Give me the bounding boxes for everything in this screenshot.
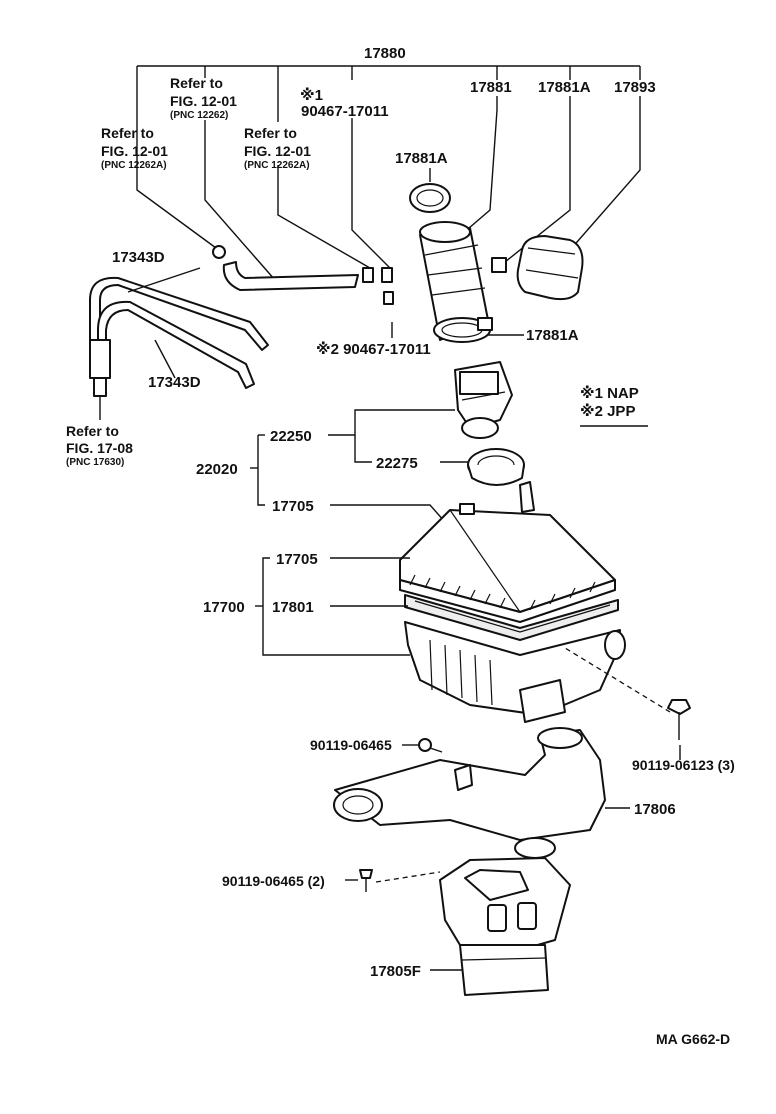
air-filter-element xyxy=(404,594,619,641)
air-flow-meter xyxy=(454,361,513,439)
bolt-06123 xyxy=(564,647,691,760)
label-17893: 17893 xyxy=(614,79,656,96)
label-17700: 17700 xyxy=(203,599,245,616)
label-17705-a: 17705 xyxy=(272,498,314,515)
refer-c-line1: Refer to xyxy=(244,125,297,141)
intake-duct xyxy=(333,727,630,859)
vacuum-hoses xyxy=(89,267,269,420)
label-17881A-top: 17881A xyxy=(538,79,591,96)
label-17881A-bot: 17881A xyxy=(526,327,579,344)
label-17343D-bot: 17343D xyxy=(148,374,201,391)
label-17705-b: 17705 xyxy=(276,551,318,568)
bracket-17700 xyxy=(255,557,410,656)
refer-b-pnc: (PNC 12262) xyxy=(170,110,228,121)
lower-resonator xyxy=(345,857,571,996)
bracket-22020 xyxy=(250,409,468,523)
label-17343D-top: 17343D xyxy=(112,249,165,266)
air-cleaner-case xyxy=(404,621,626,723)
legend-nap: ※1 NAP xyxy=(580,384,639,402)
air-cleaner-cap xyxy=(399,481,616,623)
bolt-06465 xyxy=(402,738,443,753)
label-90119-06123: 90119-06123 (3) xyxy=(632,757,735,773)
refer-b-line2: FIG. 12-01 xyxy=(170,93,237,109)
refer-a-line2: FIG. 12-01 xyxy=(101,143,168,159)
refer-d-line1: Refer to xyxy=(66,423,119,439)
label-90119-06465-2: 90119-06465 (2) xyxy=(222,873,325,889)
label-90467-1: 90467-17011 xyxy=(301,103,389,120)
label-22275: 22275 xyxy=(376,455,418,472)
pcv-hose xyxy=(212,245,394,305)
refer-d-line2: FIG. 17-08 xyxy=(66,440,133,456)
label-17880: 17880 xyxy=(364,45,406,62)
refer-c-line2: FIG. 12-01 xyxy=(244,143,311,159)
label-17806: 17806 xyxy=(634,801,676,818)
label-17881A-mid: 17881A xyxy=(395,150,448,167)
note1-mark: ※1 xyxy=(300,86,323,104)
label-17805F: 17805F xyxy=(370,963,421,980)
refer-c-pnc: (PNC 12262A) xyxy=(244,160,310,171)
refer-b-line1: Refer to xyxy=(170,75,223,91)
label-22020: 22020 xyxy=(196,461,238,478)
refer-a-pnc: (PNC 12262A) xyxy=(101,160,167,171)
refer-d-pnc: (PNC 17630) xyxy=(66,457,124,468)
label-17801: 17801 xyxy=(272,599,314,616)
resonator xyxy=(516,235,584,301)
diagram-code: MA G662-D xyxy=(656,1031,730,1047)
legend-jpp: ※2 JPP xyxy=(580,402,635,420)
label-17881: 17881 xyxy=(470,79,512,96)
label-90467-2: ※2 90467-17011 xyxy=(316,340,431,358)
label-90119-06465: 90119-06465 xyxy=(310,737,392,753)
refer-a-line1: Refer to xyxy=(101,125,154,141)
gasket xyxy=(467,448,525,486)
label-22250: 22250 xyxy=(270,428,312,445)
intake-hose-assembly xyxy=(409,183,507,343)
